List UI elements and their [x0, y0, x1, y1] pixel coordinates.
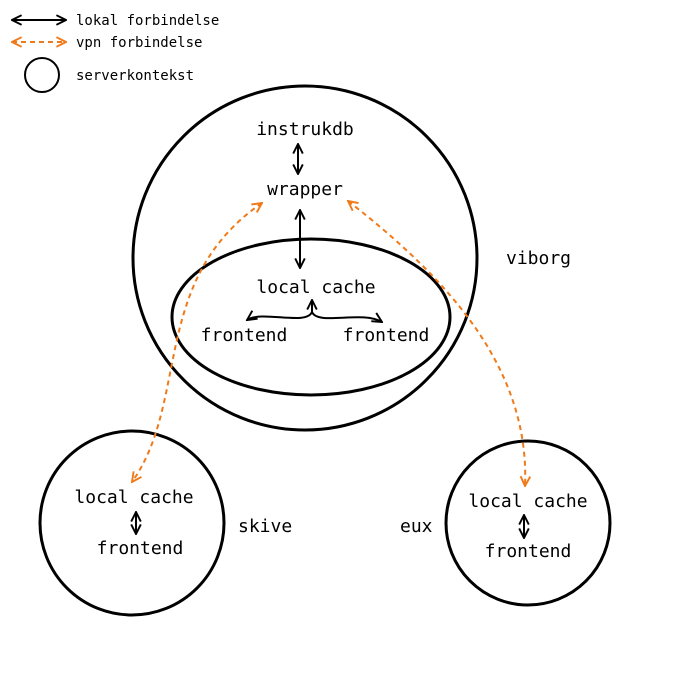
skive-circle: [38, 429, 226, 617]
vpn-wrapper-skive: [132, 203, 262, 482]
viborg-frontend-right-label: frontend: [343, 325, 430, 346]
skive-label: skive: [238, 516, 292, 537]
cache-left-branch: [247, 312, 313, 320]
viborg-context: instrukdb wrapper local cache frontend f…: [131, 84, 571, 432]
legend-context-label: serverkontekst: [76, 68, 194, 84]
eux-context: local cache frontend eux: [400, 439, 612, 607]
wrapper-label: wrapper: [267, 179, 343, 200]
viborg-local-cache-label: local cache: [256, 277, 375, 298]
skive-frontend-label: frontend: [97, 538, 184, 559]
vpn-wrapper-eux: [348, 201, 525, 486]
skive-local-cache-label: local cache: [74, 487, 193, 508]
instrukdb-label: instrukdb: [256, 119, 354, 140]
legend-vpn-label: vpn forbindelse: [76, 35, 202, 51]
viborg-frontend-left-label: frontend: [201, 325, 288, 346]
eux-circle: [444, 439, 612, 607]
legend: lokal forbindelse vpn forbindelse server…: [12, 13, 219, 93]
skive-context: local cache frontend skive: [38, 429, 292, 617]
viborg-label: viborg: [506, 248, 571, 269]
eux-frontend-label: frontend: [485, 541, 572, 562]
legend-context-circle: [24, 57, 60, 93]
legend-local-label: lokal forbindelse: [76, 13, 219, 29]
eux-local-cache-label: local cache: [468, 491, 587, 512]
cache-right-branch: [311, 311, 382, 322]
eux-label: eux: [400, 516, 433, 537]
viborg-inner-ellipse: [170, 237, 452, 397]
